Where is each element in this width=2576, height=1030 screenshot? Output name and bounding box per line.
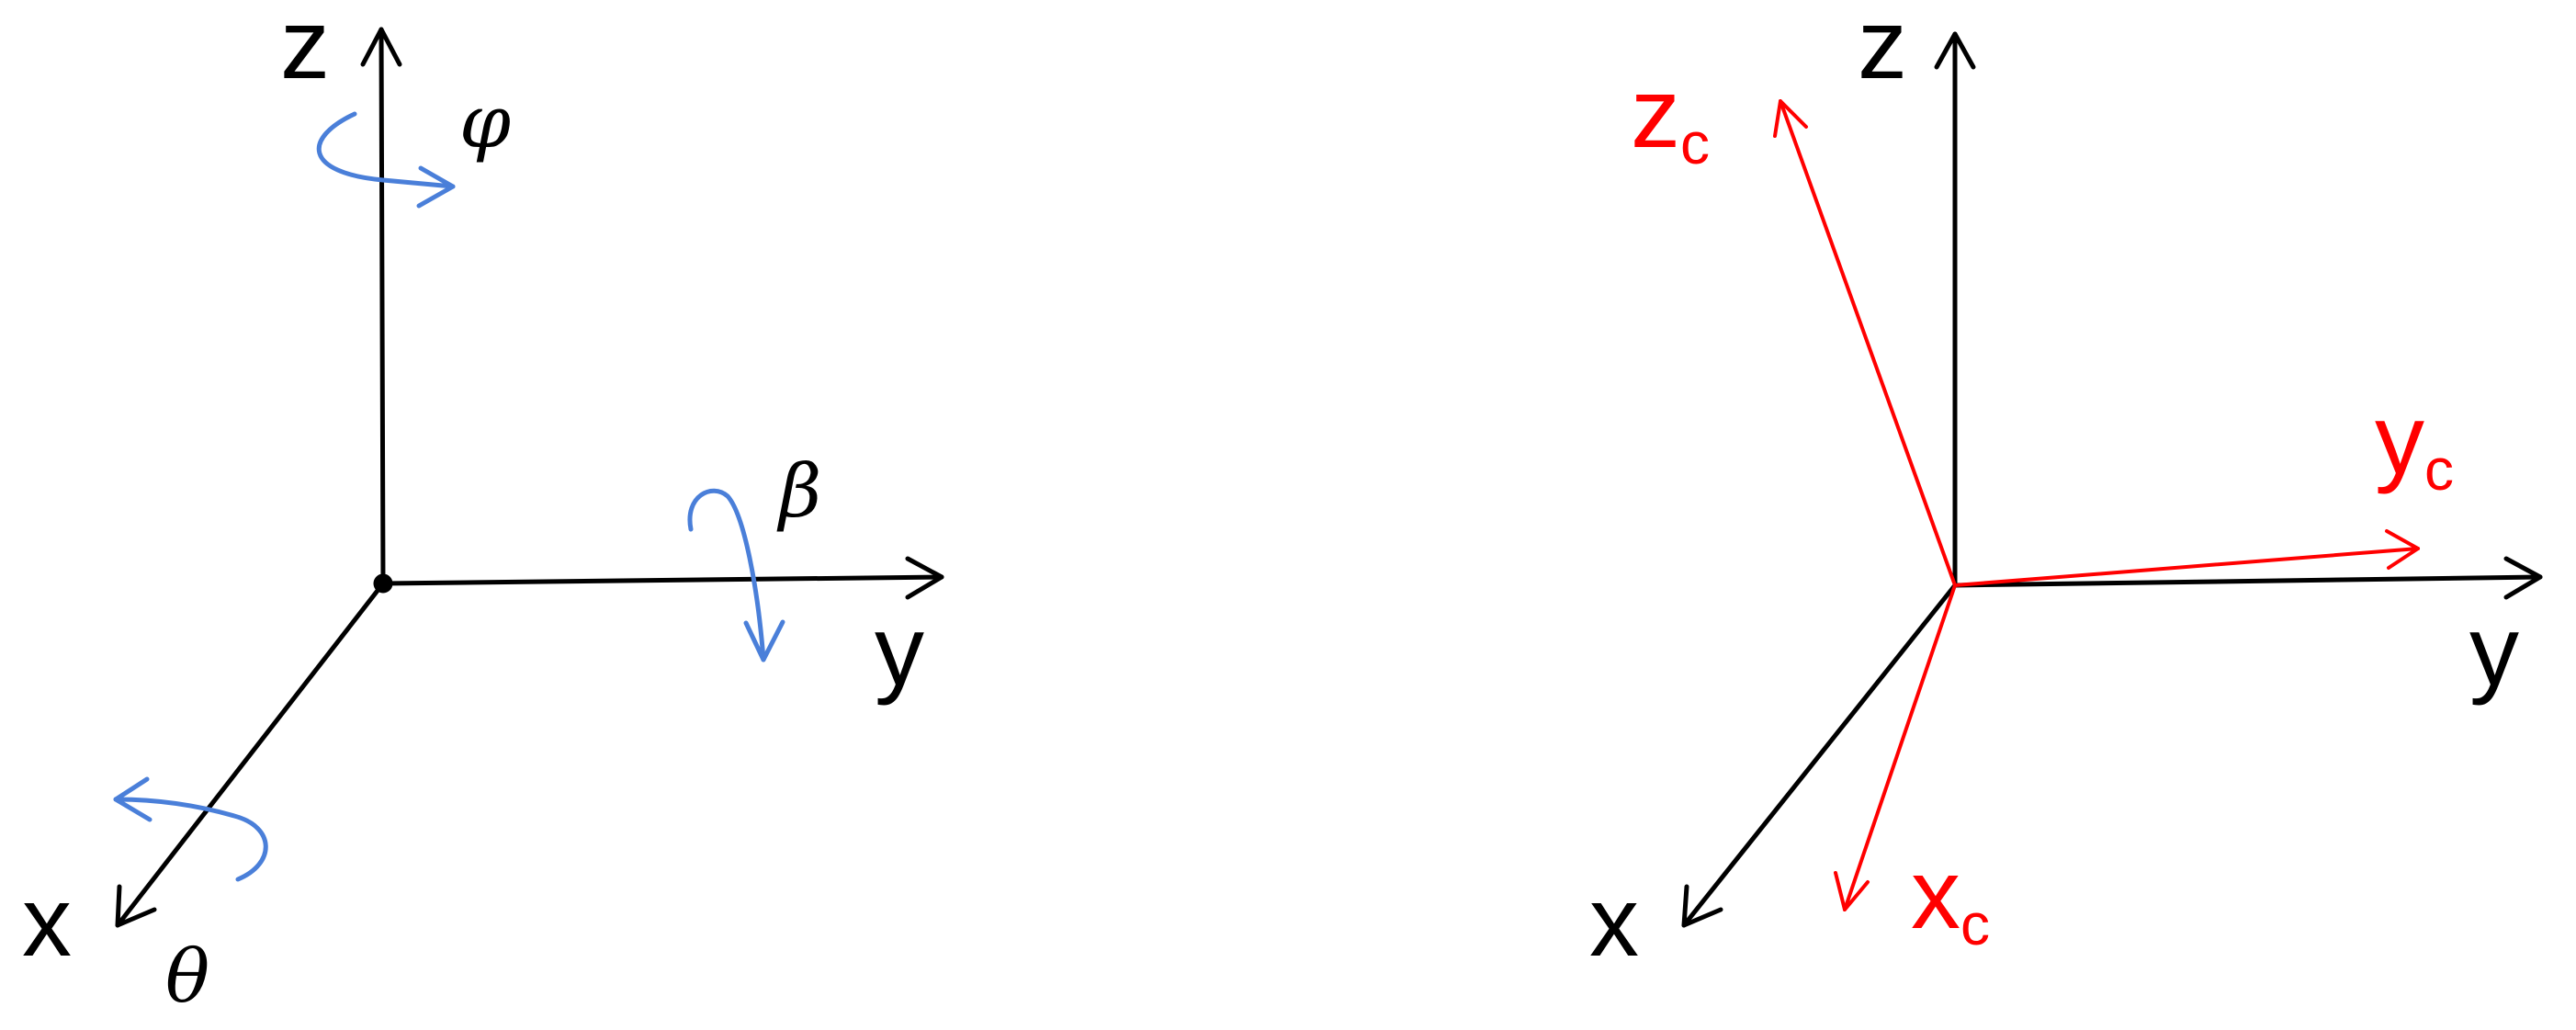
left-y-axis — [380, 574, 944, 586]
theta-arrowhead — [113, 776, 153, 822]
phi-arrowhead — [416, 165, 456, 209]
camera-y-axis — [1953, 547, 2420, 587]
theta-rotation-arrow-icon — [113, 797, 268, 882]
beta-label: β — [776, 448, 821, 534]
camera-y-arrowhead — [2385, 529, 2420, 570]
right-z-label: z — [1858, 0, 1907, 99]
right-x-label: x — [1589, 866, 1639, 977]
camera-x-label: xc — [1911, 838, 1990, 957]
theta-label: θ — [165, 934, 209, 1019]
phi-label: φ — [459, 79, 511, 164]
right-x-arrowhead — [1681, 884, 1723, 928]
left-z-label: z — [280, 0, 330, 99]
left-origin-dot — [373, 573, 393, 594]
right-y-arrowhead — [2503, 556, 2543, 600]
camera-frame — [1773, 99, 2420, 911]
right-y-label: y — [2469, 594, 2519, 706]
camera-z-label: zc — [1631, 57, 1710, 176]
left-z-axis — [378, 27, 386, 586]
camera-x-axis — [1843, 583, 1957, 911]
left-z-arrowhead — [360, 27, 402, 67]
right-frame — [1681, 31, 2543, 928]
left-y-label: y — [875, 594, 924, 706]
right-y-axis — [1952, 574, 2543, 588]
left-y-arrowhead — [905, 556, 944, 600]
camera-z-axis — [1779, 99, 1957, 587]
left-frame — [115, 27, 944, 928]
phi-rotation-arrow-icon — [316, 111, 456, 189]
rotation-arrows — [113, 111, 785, 882]
beta-arrowhead — [743, 619, 785, 662]
camera-y-label: yc — [2375, 383, 2454, 503]
right-x-axis — [1681, 583, 1958, 928]
camera-x-arrowhead — [1834, 871, 1870, 911]
left-x-axis — [115, 581, 386, 928]
camera-z-arrowhead — [1773, 99, 1808, 138]
right-z-arrowhead — [1934, 31, 1976, 70]
beta-rotation-arrow-icon — [687, 488, 766, 662]
left-x-arrowhead — [115, 884, 157, 928]
left-x-label: x — [22, 866, 72, 977]
